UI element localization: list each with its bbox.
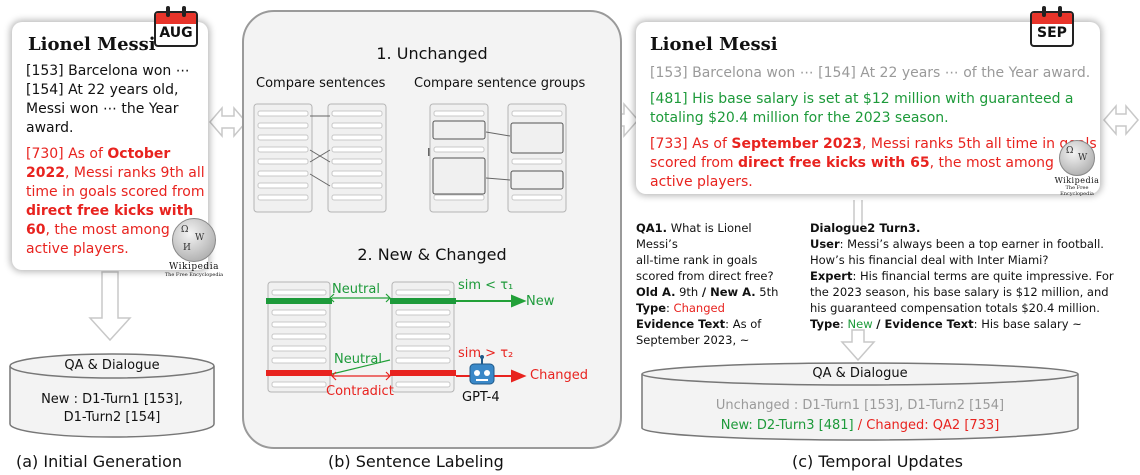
calendar-icon: AUG: [154, 6, 198, 47]
text-line: [153] Barcelona won ⋯: [26, 63, 190, 79]
changed-sentence: [733] As of September 2023, Messi ranks …: [650, 136, 1097, 152]
article-title: Lionel Messi: [650, 34, 778, 55]
db-title: QA & Dialogue: [812, 366, 908, 381]
new-sentence: totaling $20.4 million for the 2023 seas…: [650, 110, 949, 126]
labeling-illustration: [253, 103, 567, 393]
article-text: [153] Barcelona won ⋯ [154] At 22 years …: [26, 62, 206, 259]
new-arrow: [456, 294, 527, 308]
calendar-month: SEP: [1037, 25, 1067, 41]
label-contradict: Contradict: [326, 384, 394, 399]
down-arrow-c: [840, 329, 876, 362]
db-line: New : D1-Turn1 [153],: [41, 392, 183, 407]
text-line: Messi won ⋯ the Year: [26, 101, 179, 117]
calendar-icon: SEP: [1030, 6, 1074, 47]
unchanged-sentence: [153] Barcelona won ⋯ [154] At 22 years …: [650, 65, 1091, 81]
qa-example: QA1. What is Lionel Messi’s all-time ran…: [636, 221, 779, 347]
wiki-tagline: The Free Encyclopedia: [164, 272, 224, 278]
wiki-wordmark: Wikipedia: [1054, 176, 1100, 185]
doc-left-2: [429, 103, 489, 213]
article-title: Lionel Messi: [28, 34, 156, 55]
heading-unchanged: 1. Unchanged: [376, 44, 488, 63]
doc-left-3: [266, 281, 332, 393]
down-arrow-a: [88, 271, 132, 342]
database-cylinder-c: [641, 362, 1079, 441]
caption-b: (b) Sentence Labeling: [328, 452, 504, 471]
db-line-unchanged: Unchanged : D1-Turn1 [153], D1-Turn2 [15…: [715, 398, 1005, 413]
text-line: 60, the most among: [26, 222, 170, 238]
wiki-wordmark: Wikipedia: [169, 262, 219, 272]
db-line: D1-Turn2 [154]: [63, 410, 161, 425]
label-compare-sentences: Compare sentences: [256, 76, 386, 91]
text-line: [154] At 22 years old,: [26, 82, 179, 98]
new-sentence: [481] His base salary is set at $12 mill…: [650, 91, 1074, 107]
doc-left-1: [253, 103, 313, 213]
calendar-month: AUG: [159, 25, 193, 41]
contradict-arrow: [331, 371, 391, 381]
wiki-tagline: The Free Encyclopedia: [1060, 185, 1094, 197]
text-line: time in goals scored from: [26, 184, 205, 200]
neutral-arrows: [329, 293, 391, 375]
label-neutral: Neutral: [334, 352, 382, 367]
db-title: QA & Dialogue: [64, 358, 160, 373]
text-line: active players.: [26, 241, 129, 257]
double-arrow-right: [1103, 103, 1139, 137]
article-card-aug: Lionel Messi [153] Barcelona won ⋯ [154]…: [12, 22, 223, 278]
robot-icon: [469, 355, 495, 385]
changed-sentence: [730] As of October: [26, 146, 171, 162]
heading-new-changed: 2. New & Changed: [357, 245, 507, 264]
changed-arrow: [456, 369, 527, 383]
text-line: scored from direct free kicks with 65, t…: [650, 155, 1054, 171]
label-gpt4: GPT-4: [462, 390, 500, 405]
article-card-sep: Lionel Messi [153] Barcelona won ⋯ [154]…: [636, 22, 1100, 197]
caption-c: (c) Temporal Updates: [792, 452, 963, 471]
text-line: award.: [26, 120, 74, 136]
label-sim-lt: sim < τ₁: [458, 278, 514, 293]
caption-a: (a) Initial Generation: [16, 452, 182, 471]
label-compare-groups: Compare sentence groups: [414, 76, 586, 91]
article-text: [153] Barcelona won ⋯ [154] At 22 years …: [650, 64, 1100, 192]
text-line: 2022, Messi ranks 9th all: [26, 165, 205, 181]
dialogue-example: Dialogue2 Turn3. User: Messi’s always be…: [810, 221, 1114, 331]
doc-right-3: [390, 281, 456, 393]
doc-right-2: [507, 103, 567, 213]
label-sim-gt: sim > τ₂: [458, 346, 514, 361]
compare-arrows: [309, 115, 331, 187]
text-line: direct free kicks with: [26, 203, 194, 219]
text-line: active players.: [650, 174, 753, 190]
label-neutral: Neutral: [332, 282, 380, 297]
label-changed: Changed: [530, 368, 589, 383]
database-cylinder-a: [9, 353, 215, 438]
double-arrow-a-b: [209, 105, 247, 139]
db-line-updates: New: D2-Turn3 [481] / Changed: QA2 [733]: [720, 418, 1000, 433]
label-new: New: [526, 294, 555, 309]
doc-right-1: [327, 103, 387, 213]
